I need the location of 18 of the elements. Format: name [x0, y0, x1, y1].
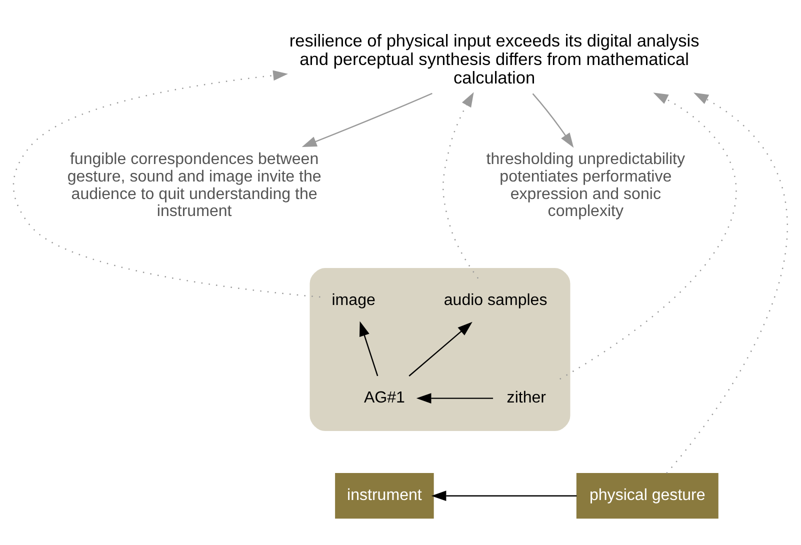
node-text: resilience of physical input exceeds its digital analysis and perceptual synthesis differs from mathematical calculation — [289, 30, 700, 88]
arrow — [359, 320, 378, 376]
arrow — [666, 92, 788, 474]
node-box: instrument — [335, 472, 434, 518]
node-box: physical gesture — [576, 472, 718, 518]
arrow — [12, 70, 320, 298]
arrow — [408, 321, 472, 376]
cluster — [310, 268, 570, 431]
arrow — [431, 490, 577, 501]
node-text: audio samples — [444, 290, 548, 308]
node-text: AG#1 — [364, 388, 405, 406]
arrow — [532, 92, 574, 148]
node-text: fungible correspondences between gesture, sound and image invite the audience to quit understanding the instrument — [67, 150, 322, 220]
node-text: thresholding unpredictability potentiates performative expression and sonic complexity — [486, 150, 686, 220]
node-text: image — [332, 290, 376, 308]
arrow — [302, 92, 432, 147]
arrow — [416, 392, 494, 403]
node-text: zither — [506, 388, 546, 406]
